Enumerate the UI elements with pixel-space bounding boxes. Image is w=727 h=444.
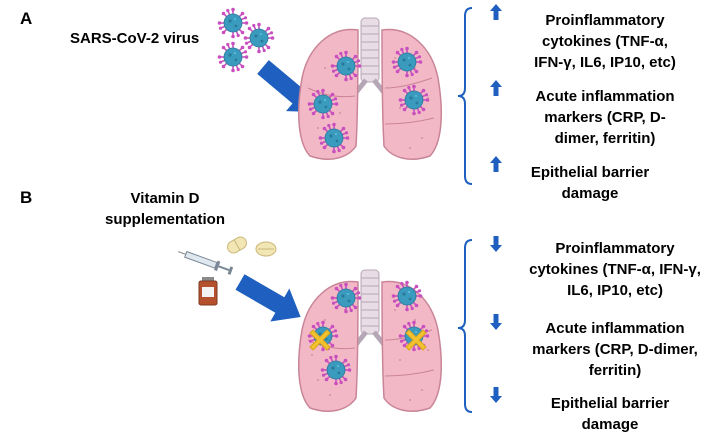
b-effect-cytokines-line-2: cytokines (TNF-α, IFN-γ, [529, 261, 701, 278]
a-effect-markers-line-2: markers (CRP, D- [544, 109, 666, 126]
b-effect-markers-line-1: Acute inflammation [545, 320, 685, 337]
treatment-label: Vitamin D supplementation [95, 188, 235, 230]
syringe-icon [178, 250, 234, 275]
virus-icon [329, 281, 363, 315]
b-effect-barrier-line-2: damage [581, 416, 639, 433]
virus-label: SARS-CoV-2 virus [70, 30, 200, 47]
virus-icon [329, 49, 363, 83]
capsule-icon [227, 236, 247, 254]
a-effect-barrier-line-1: Epithelial barrier [530, 164, 650, 181]
b-effect-cytokines-line-1: Proinflammatory [555, 240, 675, 257]
virus-icon [216, 6, 250, 40]
lungs-treated-illustration [299, 270, 442, 411]
b-effect-barrier: Epithelial barrier damage [520, 393, 700, 435]
effects-bracket-a [457, 7, 473, 185]
panel-b-label: B [20, 188, 33, 207]
virus-icon [390, 45, 424, 79]
panel-a-label: A [20, 9, 33, 28]
b-effect-markers: Acute inflammation markers (CRP, D-dimer… [510, 318, 720, 381]
virus-icon [397, 83, 431, 117]
a-effect-barrier: Epithelial barrier damage [500, 162, 680, 204]
lungs-infected-illustration [299, 18, 442, 159]
a-effect-cytokines-line-1: Proinflammatory [545, 12, 665, 29]
decrease-arrow-icon [490, 314, 502, 330]
a-effect-cytokines-line-2: cytokines (TNF-α, [542, 33, 668, 50]
a-effect-markers-line-3: dimer, ferritin) [554, 130, 656, 147]
virus-icon [306, 87, 340, 121]
virus-icon [242, 21, 276, 55]
decrease-arrow-icon [490, 387, 502, 403]
increase-arrow-icon [490, 80, 502, 96]
b-effect-markers-line-2: markers (CRP, D-dimer, [532, 341, 698, 358]
b-effect-cytokines: Proinflammatory cytokines (TNF-α, IFN-γ,… [510, 238, 720, 301]
treatment-label-line-2: supplementation [104, 211, 225, 228]
a-effect-markers: Acute inflammation markers (CRP, D- dime… [500, 86, 710, 149]
a-effect-markers-line-1: Acute inflammation [535, 88, 675, 105]
virus-icon [319, 353, 353, 387]
b-effect-markers-line-3: ferritin) [588, 362, 642, 379]
a-effect-barrier-line-2: damage [561, 185, 619, 202]
a-effect-cytokines-line-3: IFN-γ, IL6, IP10, etc) [534, 54, 676, 71]
a-effect-cytokines: Proinflammatory cytokines (TNF-α, IFN-γ,… [500, 10, 710, 73]
virus-icon [390, 279, 424, 313]
b-effect-barrier-line-1: Epithelial barrier [550, 395, 670, 412]
virus-icon [317, 121, 351, 155]
decrease-arrow-icon [490, 236, 502, 252]
vial-icon [198, 277, 218, 306]
virus-icon [216, 40, 250, 74]
effects-bracket-b [457, 239, 473, 413]
b-effect-cytokines-line-3: IL6, IP10, etc) [567, 282, 663, 299]
tablet-icon [255, 241, 277, 257]
treatment-arrow [230, 265, 311, 334]
increase-arrow-icon [490, 156, 502, 172]
treatment-label-line-1: Vitamin D [130, 190, 200, 207]
increase-arrow-icon [490, 4, 502, 20]
